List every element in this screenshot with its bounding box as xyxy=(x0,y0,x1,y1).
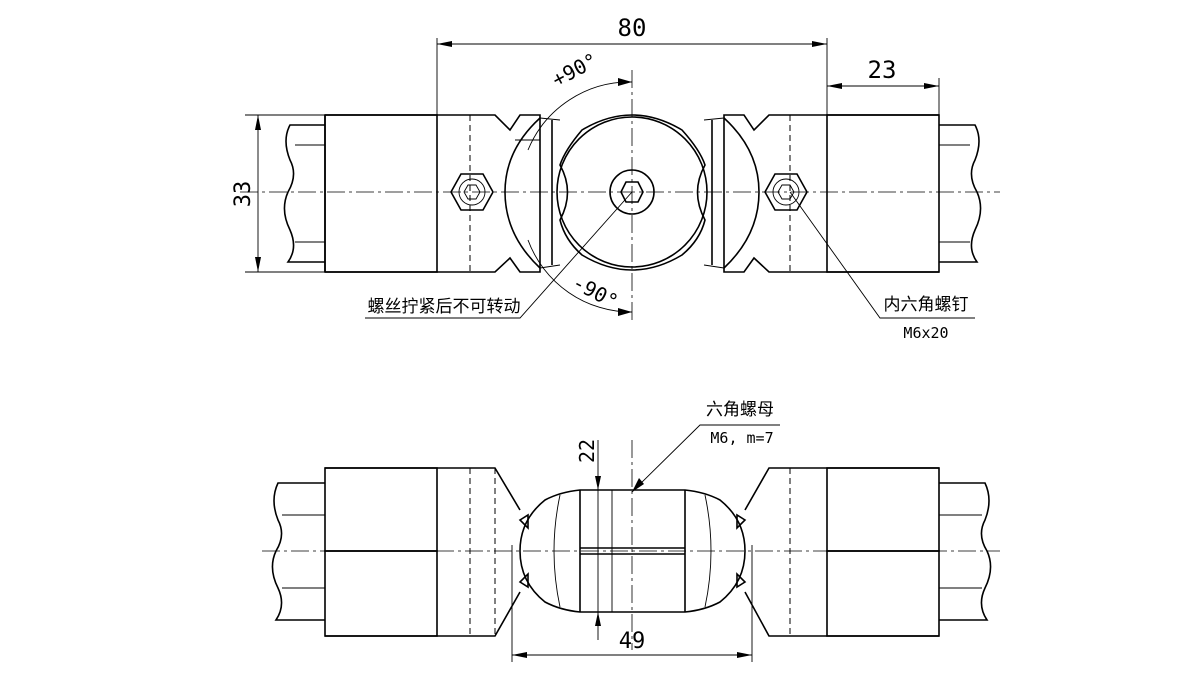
minus-90-arc xyxy=(527,239,633,316)
dim-49 xyxy=(511,545,753,662)
angle-plus-90-label: +90° xyxy=(548,48,602,92)
dim-33-label: 33 xyxy=(231,181,256,208)
left-knuckle xyxy=(504,117,541,269)
left-clamp-bottom xyxy=(325,467,521,637)
bolt-spec: M6x20 xyxy=(903,324,948,342)
dim-23 xyxy=(827,78,940,115)
nut-label: 六角螺母 xyxy=(706,400,774,419)
right-tube xyxy=(939,124,982,263)
dim-33 xyxy=(245,114,325,273)
right-clamp-body xyxy=(723,114,939,273)
rotation-note: 螺丝拧紧后不可转动 xyxy=(368,297,521,316)
right-knuckle xyxy=(723,117,760,269)
center-joint-disc xyxy=(556,114,708,271)
left-sleeve-bottom-lower xyxy=(324,550,438,637)
right-hex-bolt xyxy=(764,173,808,211)
left-tube-bottom xyxy=(271,482,325,621)
angle-minus-90-label: -90° xyxy=(568,270,622,314)
nut-leader xyxy=(631,424,780,493)
plus-90-arc xyxy=(515,78,633,151)
left-clamp-body xyxy=(325,114,541,273)
right-sleeve-bottom-lower xyxy=(826,550,940,637)
dim-80 xyxy=(436,38,828,115)
top-view xyxy=(240,38,1000,320)
right-sleeve-bottom-upper xyxy=(826,467,940,552)
right-clamp-bottom xyxy=(744,467,939,637)
nut-spec: M6, m=7 xyxy=(710,429,773,447)
dim-22-label: 22 xyxy=(575,439,599,463)
right-sleeve xyxy=(826,114,940,273)
dim-22 xyxy=(595,440,601,640)
left-tube xyxy=(283,115,326,272)
bolt-leader xyxy=(789,191,975,319)
dim-49-label: 49 xyxy=(619,629,646,654)
right-tube-bottom xyxy=(939,482,992,621)
left-sleeve-bottom-upper xyxy=(324,467,438,552)
bottom-view xyxy=(262,424,1000,662)
note-leader xyxy=(365,191,633,319)
dim-80-label: 80 xyxy=(618,14,647,42)
dim-23-label: 23 xyxy=(868,56,897,84)
center-nut xyxy=(518,489,747,613)
left-hex-bolt xyxy=(450,173,494,211)
bolt-label: 内六角螺钉 xyxy=(884,295,969,314)
left-sleeve xyxy=(324,114,438,273)
